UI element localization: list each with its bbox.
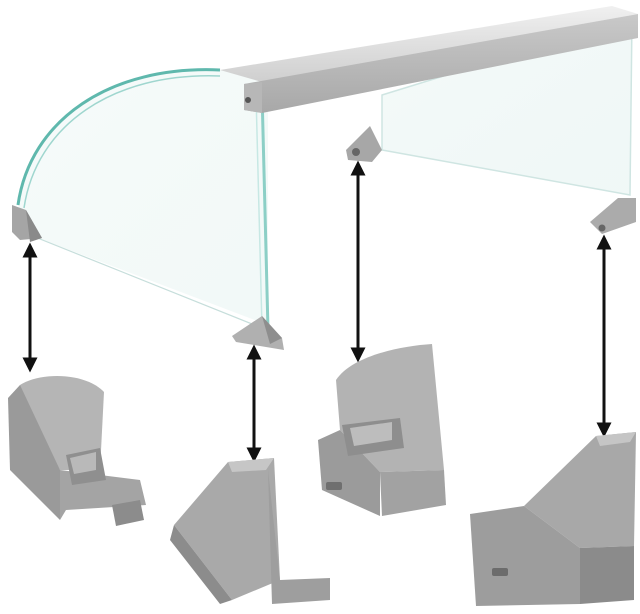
mounted-bracket-back-left	[346, 126, 382, 162]
bracket-detail-front-left	[8, 375, 146, 526]
bracket-detail-back-right	[470, 432, 636, 606]
curved-glass-panel	[16, 68, 270, 331]
top-frame-bar	[220, 6, 638, 113]
bracket-detail-back-left	[318, 344, 446, 516]
bracket-detail-front-right	[170, 458, 330, 604]
mounted-bracket-back-right	[590, 198, 636, 234]
mounted-bracket-front-left	[12, 205, 42, 242]
mounted-bracket-front-right	[232, 316, 284, 350]
